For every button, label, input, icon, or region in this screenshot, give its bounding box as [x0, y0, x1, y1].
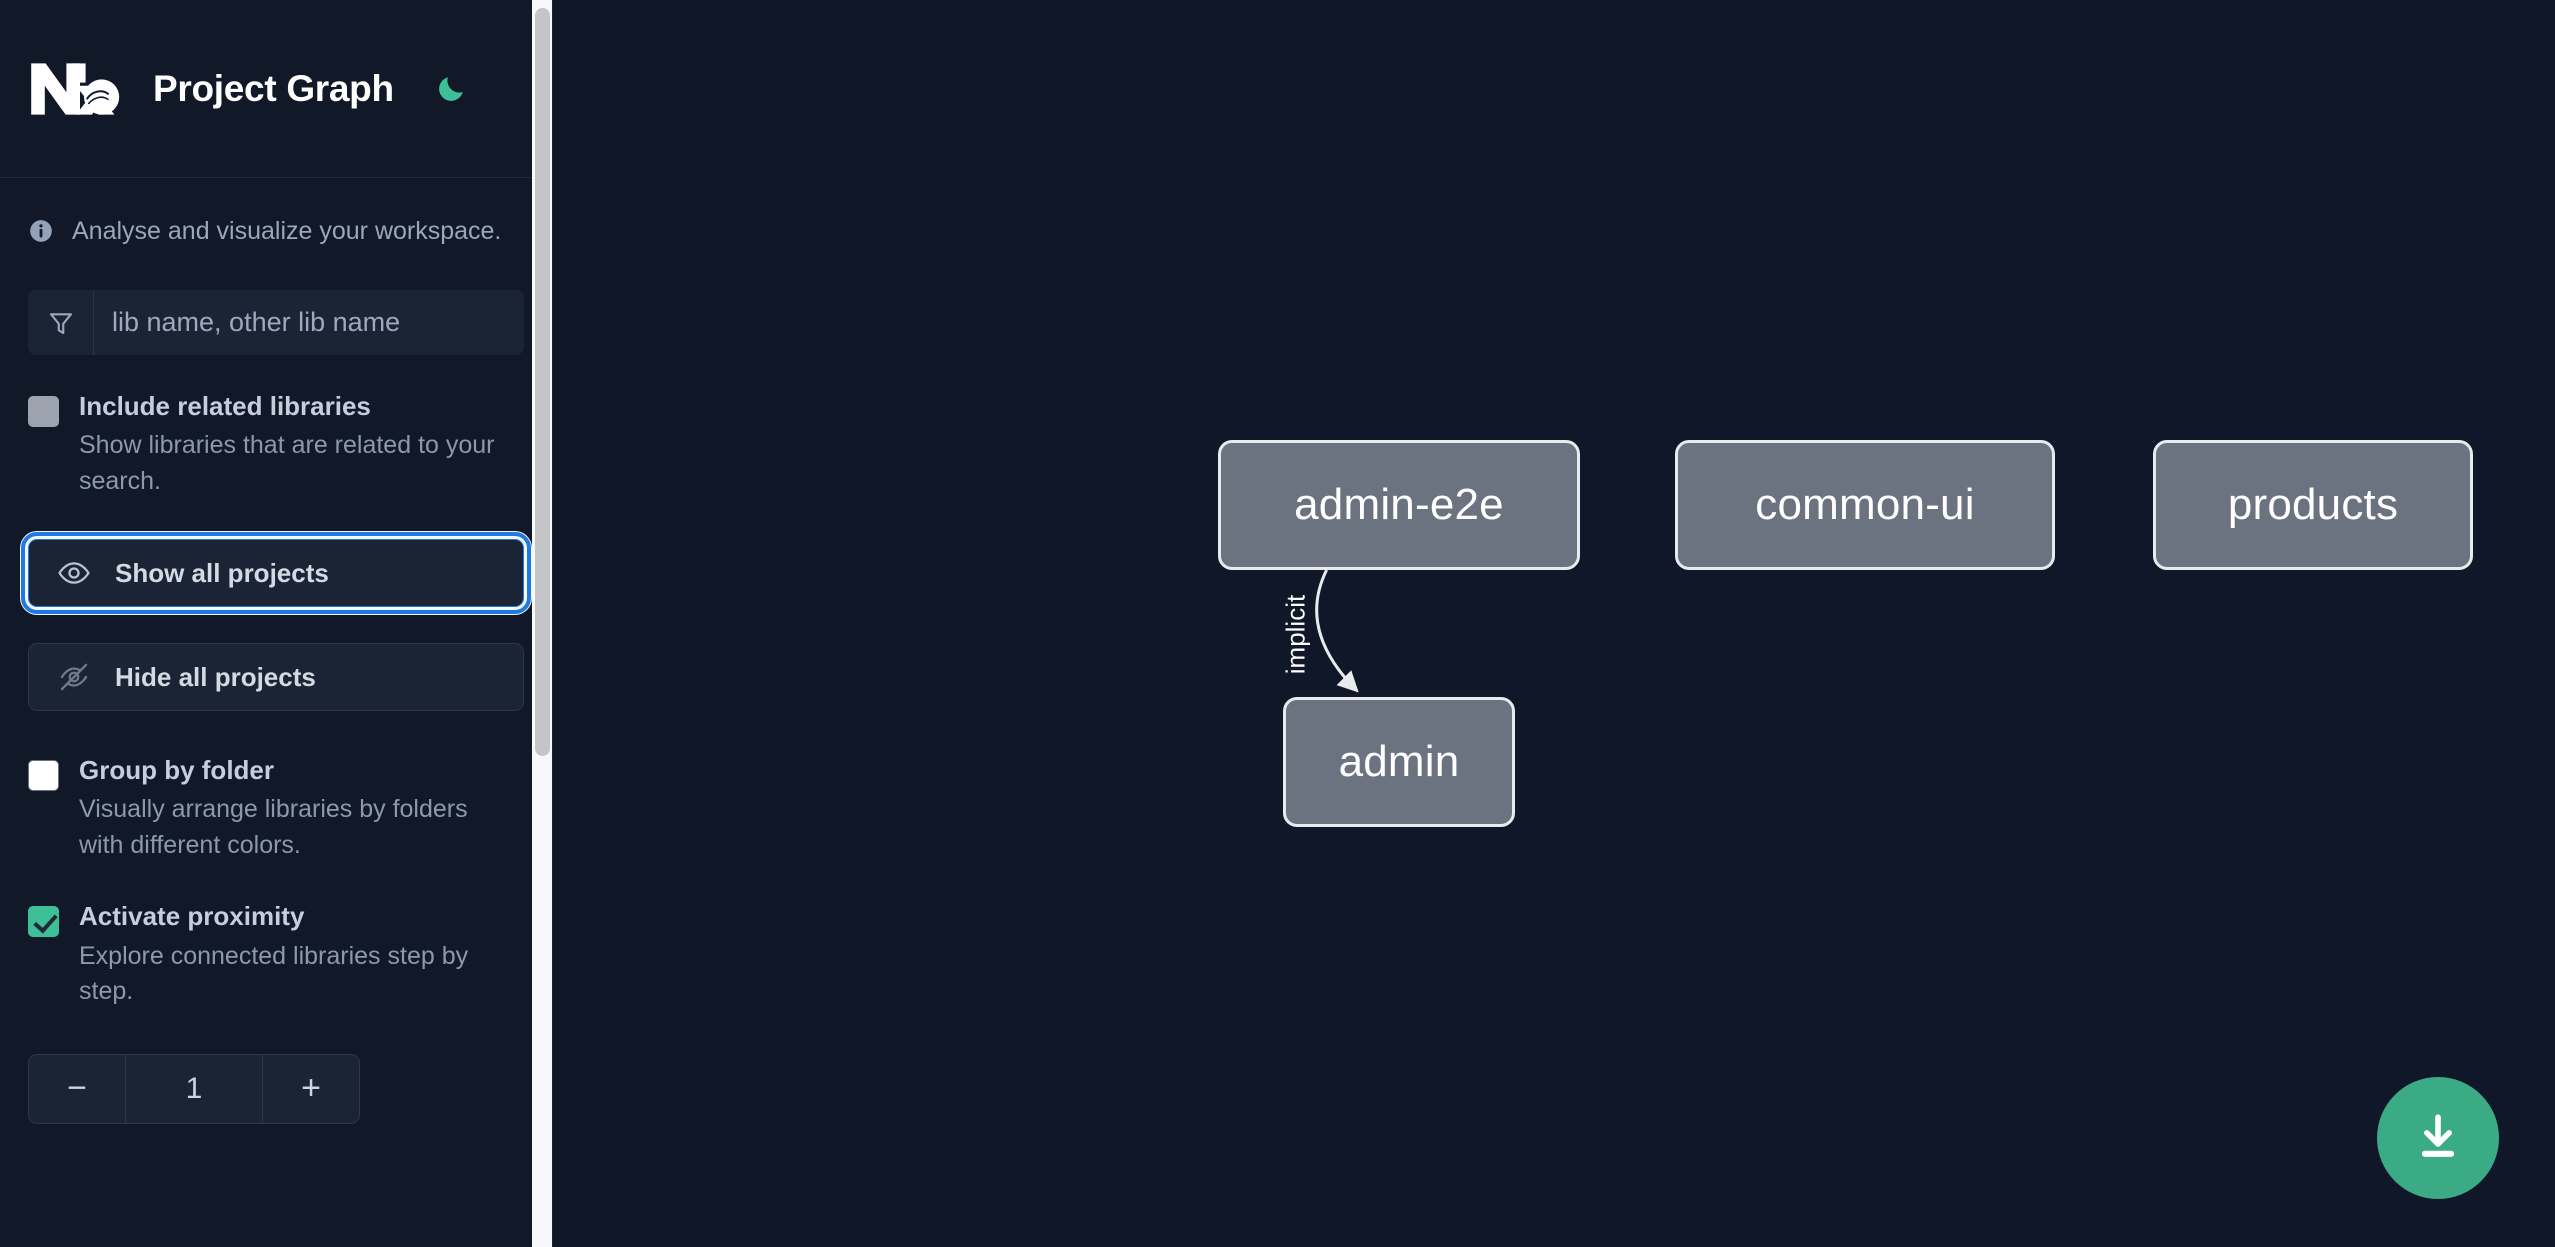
activate-proximity-label: Activate proximity [79, 901, 305, 932]
graph-node-label: common-ui [1755, 480, 1975, 529]
graph-edge-admin-e2e__admin[interactable] [1315, 569, 1359, 693]
graph-node-label: admin-e2e [1294, 480, 1504, 529]
nx-logo [28, 56, 124, 122]
graph-node-label: admin [1338, 737, 1460, 786]
proximity-value: 1 [185, 1071, 203, 1105]
proximity-decrement-button[interactable]: − [29, 1054, 126, 1123]
graph-edge-label-admin-e2e__admin: implicit [1281, 594, 1311, 674]
option-group-by-folder[interactable]: Group by folder Visually arrange librari… [28, 755, 524, 863]
option-include-related-libraries[interactable]: Include related libraries Show libraries… [28, 391, 524, 499]
filter-box[interactable] [28, 290, 524, 355]
download-icon [2410, 1109, 2466, 1168]
eye-icon [57, 556, 91, 590]
sidebar-tagline: Analyse and visualize your workspace. [0, 178, 552, 284]
graph-edges-layer: implicitimplicit [1281, 569, 1359, 693]
graph-node-admin[interactable]: admin [1283, 697, 1515, 827]
include-related-libraries-label: Include related libraries [79, 391, 371, 421]
show-all-projects-label: Show all projects [115, 557, 329, 588]
moon-icon[interactable] [430, 68, 472, 110]
download-graph-button[interactable] [2377, 1077, 2499, 1199]
sidebar-header: Project Graph [0, 0, 552, 178]
search-input[interactable] [94, 290, 524, 355]
graph-canvas[interactable]: implicitimplicit admin-e2e common-ui produ… [552, 0, 2555, 1247]
show-all-projects-button[interactable]: Show all projects [21, 532, 531, 615]
option-activate-proximity[interactable]: Activate proximity Explore connected lib… [28, 901, 524, 1009]
proximity-stepper: − 1 + [28, 1053, 360, 1124]
hide-all-projects-button[interactable]: Hide all projects [28, 643, 524, 712]
graph-node-common-ui[interactable]: common-ui [1675, 440, 2055, 570]
group-by-folder-label: Group by folder [79, 755, 274, 786]
group-by-folder-checkbox[interactable] [28, 760, 59, 792]
hide-all-projects-wrap: Hide all projects [28, 643, 524, 712]
group-by-folder-description: Visually arrange libraries by folders wi… [79, 795, 468, 859]
info-icon [28, 218, 54, 244]
sidebar: Project Graph Analyse and visualize your… [0, 0, 552, 1247]
include-related-libraries-checkbox[interactable] [28, 396, 59, 427]
show-all-projects-wrap: Show all projects [21, 532, 531, 615]
page-title: Project Graph [153, 67, 394, 109]
sidebar-tagline-text: Analyse and visualize your workspace. [72, 216, 502, 245]
eye-off-icon [57, 660, 91, 694]
include-related-libraries-description: Show libraries that are related to your … [79, 431, 495, 495]
sidebar-body: Include related libraries Show libraries… [0, 290, 552, 1124]
graph-node-label: products [2227, 480, 2399, 529]
hide-all-projects-label: Hide all projects [115, 661, 316, 692]
activate-proximity-description: Explore connected libraries step by step… [79, 941, 469, 1006]
graph-node-products[interactable]: products [2153, 440, 2473, 570]
graph-node-admin-e2e[interactable]: admin-e2e [1218, 440, 1580, 570]
activate-proximity-checkbox[interactable] [28, 906, 59, 938]
filter-funnel-icon [28, 290, 94, 355]
sidebar-scrollbar-thumb[interactable] [535, 8, 550, 756]
proximity-increment-button[interactable]: + [262, 1054, 359, 1123]
sidebar-scrollbar-track[interactable] [532, 0, 552, 1247]
